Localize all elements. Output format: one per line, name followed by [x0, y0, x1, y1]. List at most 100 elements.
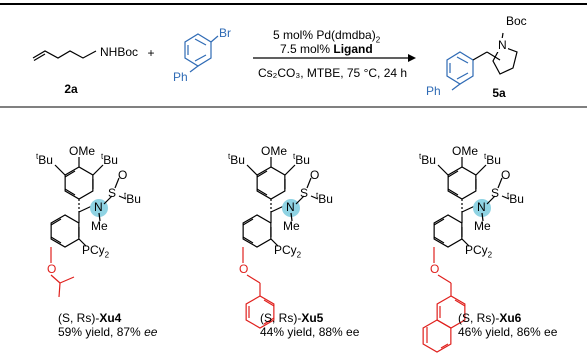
reactant-2a-label: 2a	[64, 82, 78, 96]
sulfur: S	[300, 186, 309, 200]
plus-sign: +	[147, 46, 155, 60]
ome-group: OMe	[452, 144, 478, 158]
tbu-right-group: tBu	[293, 152, 310, 168]
condition-ligand-text: 7.5 mol%	[280, 42, 334, 56]
n-methyl: Me	[283, 219, 300, 233]
ligand-stereo: (S, Rs)-	[58, 311, 100, 325]
ome-label: OMe	[69, 144, 96, 158]
n-methyl: Me	[283, 219, 300, 233]
tbu-sup: t	[316, 191, 319, 200]
product-5a-label: 5a	[492, 86, 506, 100]
ligand-name: Xu4	[99, 311, 122, 325]
tbu-text: Bu	[486, 153, 501, 167]
n-methyl: Me	[91, 219, 108, 233]
condition-ligand: 7.5 mol% Ligand	[280, 42, 373, 56]
n-methyl: Me	[474, 219, 491, 233]
reactant-2a-structure	[32, 50, 97, 62]
tbu-right-group: tBu	[484, 152, 501, 168]
ligand-stereo: (S, Rs)-	[458, 311, 500, 325]
pcy-text: PCy	[465, 243, 488, 257]
sulfur: S	[108, 186, 117, 200]
tbu-text: Bu	[421, 153, 436, 167]
pcy-text: PCy	[274, 243, 297, 257]
ome-label: OMe	[452, 144, 479, 158]
aryl-bromide-br: Br	[219, 26, 231, 40]
tbu-text: Bu	[509, 192, 524, 206]
sulfinyl-o: O	[501, 168, 511, 182]
product-ph: Ph	[426, 84, 441, 98]
sulfinyl-o: O	[118, 168, 128, 182]
tbu-sup: t	[228, 152, 231, 161]
tbu-sup: t	[507, 191, 510, 200]
reactant-2a-nhboc: NHBoc	[100, 45, 139, 59]
ether-o: O	[239, 262, 249, 276]
pcy2-group: PCy2	[274, 243, 302, 260]
sulfinyl-o: O	[310, 168, 320, 182]
sulfinyl-oxygen: O	[310, 168, 319, 182]
tbu-sup: t	[36, 152, 39, 161]
pcy2-group: PCy2	[465, 243, 493, 260]
tbu-text: Bu	[295, 153, 310, 167]
ligand-name: Xu6	[499, 311, 522, 325]
pcy-sub: 2	[487, 250, 493, 260]
tbu-sup: t	[419, 152, 422, 161]
tbu-text: Bu	[103, 153, 118, 167]
sulfur-atom: S	[108, 186, 116, 200]
ligand-structure-4	[50, 157, 127, 298]
product-boc: Boc	[506, 14, 527, 28]
ligand-structure-6	[422, 157, 510, 353]
reaction-arrow	[253, 54, 416, 62]
tbu-text: Bu	[318, 192, 333, 206]
ligand-yield-text: 44% yield, 88% ee	[260, 325, 360, 339]
ether-oxygen: O	[239, 262, 248, 276]
condition-catalyst-sub: 2	[375, 35, 381, 45]
ligand-title: (S, Rs)-Xu6	[458, 311, 557, 325]
sulfinyl-oxygen: O	[501, 168, 510, 182]
aryl-bromide-ph: Ph	[173, 70, 188, 84]
tbu-sup: t	[293, 152, 296, 161]
sulfinyl-tbu: tBu	[124, 192, 141, 207]
tbu-text: Bu	[230, 153, 245, 167]
condition-base-solvent: Cs₂CO₃, MTBE, 75 °C, 24 h	[258, 66, 408, 80]
ligand-yield: 44% yield, 88% ee	[260, 325, 359, 339]
ome-group: OMe	[261, 144, 287, 158]
ether-oxygen: O	[47, 262, 56, 276]
nitrogen-atom: N	[477, 200, 486, 214]
pcy-sub: 2	[104, 250, 110, 260]
ligand-yield-text: 46% yield, 86% ee	[458, 325, 558, 339]
ome-label: OMe	[261, 144, 288, 158]
aryl-bromide-structure	[184, 33, 219, 73]
sulfur-atom: S	[300, 186, 308, 200]
sulfinyl-oxygen: O	[118, 168, 127, 182]
tbu-left-group: tBu	[228, 152, 245, 168]
tbu-sup: t	[101, 152, 104, 161]
tbu-left-group: tBu	[419, 152, 436, 168]
tbu-left-group: tBu	[36, 152, 53, 168]
ligand-title: (S, Rs)-Xu5	[260, 311, 359, 325]
product-n: N	[497, 38, 508, 52]
condition-ligand-bold: Ligand	[333, 42, 373, 56]
ether-o: O	[430, 262, 440, 276]
ligand-title: (S, Rs)-Xu4	[58, 311, 157, 325]
nitrogen: N	[477, 200, 486, 214]
pcy-sub: 2	[296, 250, 302, 260]
tbu-sup: t	[484, 152, 487, 161]
sulfinyl-tbu: tBu	[507, 191, 524, 207]
tbu-right-group: tBu	[101, 152, 118, 168]
ligand-yield-text: 59% yield, 87%	[58, 325, 145, 339]
n-methyl: Me	[474, 219, 491, 233]
nitrogen-atom: N	[286, 200, 295, 214]
ether-oxygen: O	[430, 262, 439, 276]
ligand-skeleton	[50, 157, 510, 353]
nitrogen: N	[286, 200, 295, 214]
ligand-ee-text: ee	[144, 325, 158, 339]
ligand-stereo: (S, Rs)-	[260, 311, 302, 325]
pcy-text: PCy	[82, 243, 105, 257]
condition-catalyst-text: 5 mol% Pd(dmdba)	[273, 28, 376, 42]
ligand-yield: 59% yield, 87% ee	[58, 325, 157, 339]
nitrogen-atom: N	[94, 200, 103, 214]
tbu-text: Bu	[38, 153, 53, 167]
